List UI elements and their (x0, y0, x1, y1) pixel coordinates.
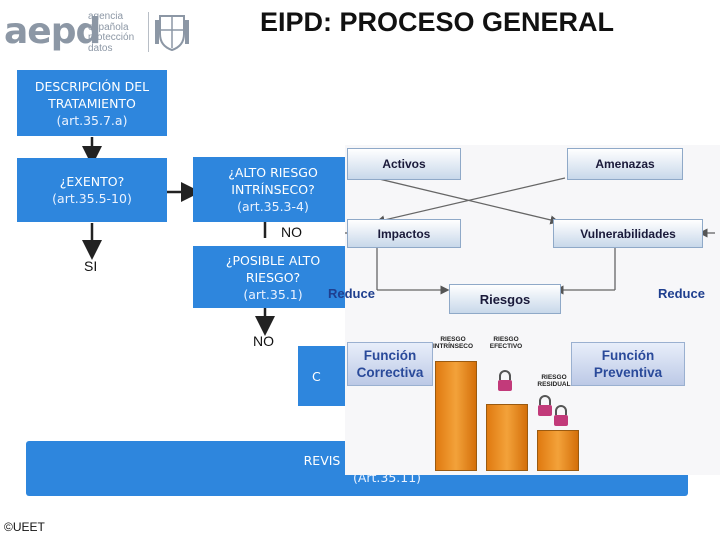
padlock-icon (538, 395, 552, 416)
bar-riesgo-intrinseco (435, 361, 477, 471)
amenazas-box: Amenazas (567, 148, 683, 180)
func-line: Preventiva (593, 365, 663, 380)
box-ref: (art.35.1) (243, 286, 303, 302)
box-line: DESCRIPCIÓN DEL (34, 78, 150, 94)
si-label: SI (84, 258, 98, 274)
reduce-label-left: Reduce (328, 286, 375, 301)
bar-label-intrinseco: RIESGO INTRÍNSECO (428, 336, 478, 350)
riesgos-box: Riesgos (449, 284, 561, 314)
funcion-correctiva-box: Función Correctiva (347, 342, 433, 386)
bar-label-line: INTRÍNSECO (432, 343, 474, 350)
reduce-label-right: Reduce (658, 286, 705, 301)
activos-box: Activos (347, 148, 461, 180)
aepd-logo: aepd (4, 11, 101, 52)
bar-label-line: EFECTIVO (489, 343, 523, 350)
box-line: ¿EXENTO? (59, 174, 125, 189)
vulnerabilidades-box: Vulnerabilidades (553, 219, 703, 248)
bar-label-efectivo: RIESGO EFECTIVO (483, 336, 529, 350)
func-line: Función (363, 348, 417, 363)
no-label: NO (281, 224, 302, 240)
bar-label-line: RIESGO (440, 336, 466, 343)
risk-model-diagram: Activos Amenazas Impactos Vulnerabilidad… (328, 145, 720, 475)
logo-subtext-line: española (88, 21, 129, 33)
revision-text: REVIS (303, 452, 341, 468)
no-label: NO (253, 333, 274, 349)
copyright-text: ©UEET (4, 520, 45, 534)
alto-riesgo-box: ¿ALTO RIESGO INTRÍNSECO? (art.35.3-4) (193, 157, 353, 222)
box-line: ¿ALTO RIESGO (228, 165, 318, 180)
funcion-preventiva-box: Función Preventiva (571, 342, 685, 386)
logo-subtext: agencia española protección datos (88, 12, 134, 54)
bar-label-residual: RIESGO RESIDUAL (531, 374, 577, 388)
func-line: Correctiva (356, 365, 424, 380)
logo-subtext-line: datos (88, 42, 113, 54)
coat-of-arms-icon (155, 15, 189, 52)
bar-label-line: RIESGO (493, 336, 519, 343)
bar-riesgo-residual (537, 430, 579, 471)
box-line: TRATAMIENTO (48, 95, 136, 111)
box-line: RIESGO? (245, 269, 301, 285)
impactos-box: Impactos (347, 219, 461, 248)
padlock-icon (554, 405, 568, 426)
bar-label-line: RIESGO (541, 374, 567, 381)
box-ref: (art.35.5-10) (52, 191, 132, 206)
box-ref: (art.35.3-4) (237, 199, 309, 214)
bar-label-line: RESIDUAL (537, 381, 571, 388)
bar-riesgo-efectivo (486, 404, 528, 471)
page-title: EIPD: PROCESO GENERAL (260, 7, 615, 37)
box-line: C (312, 368, 321, 384)
logo-subtext-line: agencia (88, 11, 124, 22)
box-line: ¿POSIBLE ALTO (225, 252, 321, 268)
box-line: INTRÍNSECO? (231, 182, 315, 197)
logo-divider (148, 12, 149, 52)
padlock-icon (498, 370, 512, 391)
logo-subtext-line: protección (88, 32, 135, 43)
descripcion-tratamiento-box: DESCRIPCIÓN DEL TRATAMIENTO (art.35.7.a) (17, 70, 167, 136)
box-ref: (art.35.7.a) (56, 112, 128, 128)
risk-arrows (345, 177, 715, 295)
posible-alto-riesgo-box: ¿POSIBLE ALTO RIESGO? (art.35.1) (193, 246, 353, 308)
func-line: Función (601, 348, 655, 363)
exento-box: ¿EXENTO? (art.35.5-10) (17, 158, 167, 222)
